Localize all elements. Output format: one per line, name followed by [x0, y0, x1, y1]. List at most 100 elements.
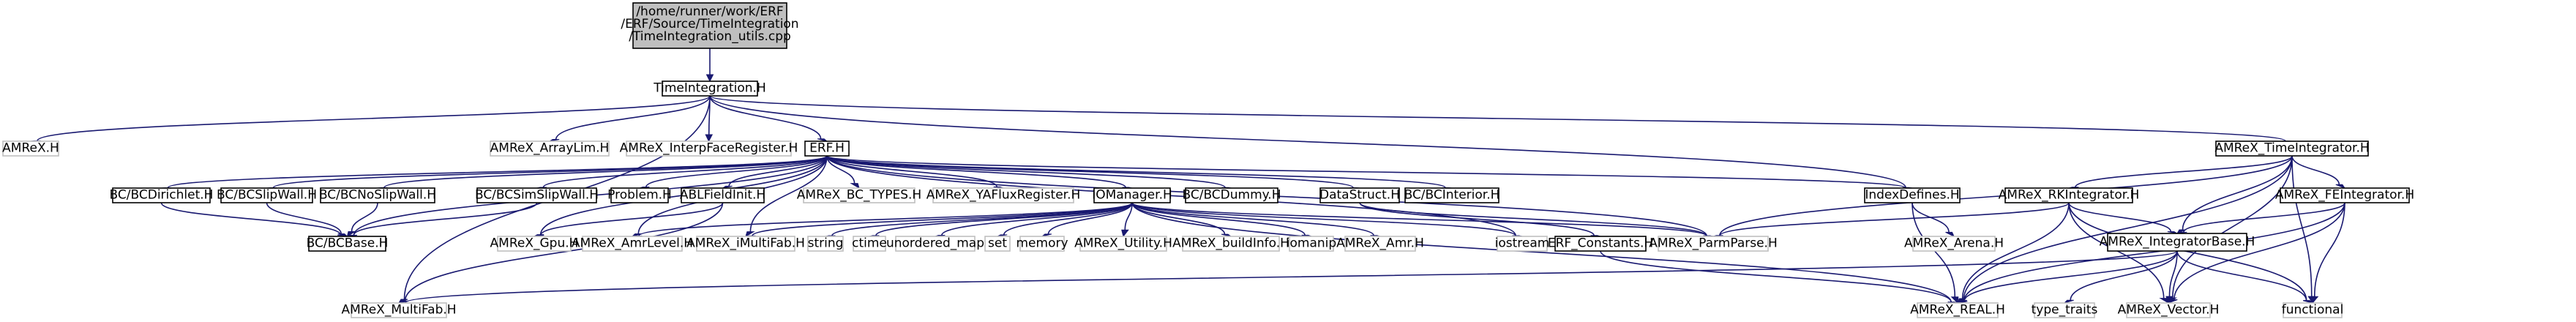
node-amrex-amrlevel: AMReX_AmrLevel.H	[572, 236, 693, 252]
node-label: BC/BCBase.H	[307, 236, 389, 251]
node-amrex-utility: AMReX_Utility.H	[1074, 236, 1172, 252]
graph-nodes: /home/runner/work/ERF/ERF/Source/TimeInt…	[2, 2, 2414, 318]
include-edge-time_integration-to-amrex_timeintegrator	[709, 95, 2293, 142]
node-bc-dummy[interactable]: BC/BCDummy.H	[1182, 187, 1281, 203]
node-box	[807, 236, 844, 252]
node-label: DataStruct.H	[1319, 188, 1400, 203]
node-amrex-buildinfo: AMReX_buildInfo.H	[1172, 236, 1289, 252]
include-edge-erf_h-to-amrex_bc_types	[826, 155, 860, 190]
node-abl-fieldinit[interactable]: ABLFieldInit.H	[680, 187, 765, 203]
include-edge-amrex_feintegrator-to-amrex_integratorbase	[2176, 202, 2345, 234]
include-edge-amrex_timeintegrator-to-amrex_feintegrator	[2291, 155, 2346, 190]
node-label: AMReX_YAFluxRegister.H	[926, 188, 1081, 203]
include-edge-iomanager-to-ctime	[869, 202, 1133, 237]
include-edge-amrex_integratorbase-to-functional	[2176, 250, 2313, 304]
include-edge-erf_h-to-amrex_imultifab	[745, 155, 828, 238]
node-amrex-multifab: AMReX_MultiFab.H	[341, 302, 457, 318]
node-box	[1182, 236, 1280, 252]
node-box	[1658, 236, 1769, 252]
node-amrex-bc-types: AMReX_BC_TYPES.H	[797, 187, 921, 203]
node-label: BC/BCSimSlipWall.H	[475, 188, 599, 203]
node-box	[2126, 302, 2211, 318]
node-type-traits: type_traits	[2032, 302, 2098, 318]
node-box	[932, 187, 1074, 203]
node-box	[2283, 302, 2343, 318]
node-iomanager[interactable]: IOManager.H	[1092, 187, 1172, 203]
node-bc-slipwall[interactable]: BC/BCSlipWall.H	[217, 187, 317, 203]
node-amrex-timeintegrator[interactable]: AMReX_TimeIntegrator.H	[2214, 141, 2370, 157]
node-box	[1289, 236, 1334, 252]
node-box	[2280, 187, 2410, 203]
include-edge-time_integration-to-erf_h	[709, 95, 828, 142]
node-erf-constants[interactable]: ERF_Constants.H	[1548, 236, 1653, 252]
include-edge-erf_h-to-bc_slipwall	[266, 155, 828, 189]
include-edge-index_defines-to-amrex_arena	[1912, 202, 1955, 238]
node-box	[984, 236, 1011, 252]
node-functional: functional	[2282, 302, 2344, 318]
node-box	[112, 187, 211, 203]
node-label: memory	[1016, 236, 1068, 251]
root-file-path-line: /ERF/Source/TimeIntegration	[621, 17, 798, 31]
node-label: string	[808, 236, 844, 251]
node-box	[476, 187, 597, 203]
node-box	[696, 236, 795, 252]
node-bc-simslipwall[interactable]: BC/BCSimSlipWall.H	[475, 187, 599, 203]
node-label: BC/BCNoSlipWall.H	[319, 188, 436, 203]
node-label: AMReX_ParmParse.H	[1649, 236, 1778, 251]
node-root[interactable]: /home/runner/work/ERF/ERF/Source/TimeInt…	[621, 2, 799, 49]
node-box	[632, 2, 787, 49]
include-edge-amrex_rkintegrator-to-amrex_vector	[2068, 202, 2169, 304]
node-bc-noslipwall[interactable]: BC/BCNoSlipWall.H	[319, 187, 436, 203]
node-box	[610, 187, 669, 203]
node-bc-base[interactable]: BC/BCBase.H	[307, 236, 389, 252]
node-label: IOManager.H	[1092, 188, 1172, 203]
include-edge-amrex_rkintegrator-to-functional	[2068, 202, 2313, 304]
node-box	[1864, 187, 1961, 203]
include-edge-iomanager-to-amrex_real	[1131, 202, 1958, 304]
node-label: AMReX_IntegratorBase.H	[2100, 235, 2255, 250]
include-edge-amrex_integratorbase-to-type_traits	[2063, 250, 2178, 304]
node-box	[308, 236, 386, 252]
node-box	[626, 141, 792, 157]
node-label: type_traits	[2032, 303, 2098, 318]
node-box	[662, 80, 758, 97]
node-label: IndexDefines.H	[1865, 188, 1959, 203]
include-edge-amrex_feintegrator-to-functional	[2310, 202, 2345, 304]
node-bc-interior[interactable]: BC/BCInterior.H	[1404, 187, 1500, 203]
node-amrex-feintegrator[interactable]: AMReX_FEIntegrator.H	[2275, 187, 2414, 203]
node-amrex-integratorbase[interactable]: AMReX_IntegratorBase.H	[2100, 233, 2255, 252]
include-edge-amrex_integratorbase-to-amrex_multifab	[398, 250, 2178, 304]
include-edge-amrex_integratorbase-to-amrex_real	[1957, 250, 2178, 304]
node-box	[2215, 141, 2369, 157]
include-edge-amrex_timeintegrator-to-amrex_rkintegrator	[2068, 155, 2293, 189]
node-label: AMReX_FEIntegrator.H	[2275, 188, 2414, 203]
include-edge-datastruct-to-erf_constants	[1359, 202, 1601, 237]
node-amrex-rkintegrator[interactable]: AMReX_RKIntegrator.H	[1999, 187, 2140, 203]
node-box	[1093, 187, 1171, 203]
node-label: set	[988, 236, 1007, 251]
node-box	[895, 236, 976, 252]
node-amrex-arena: AMReX_Arena.H	[1904, 236, 2004, 252]
node-label: ABLFieldInit.H	[680, 188, 765, 203]
node-bc-dirichlet[interactable]: BC/BCDirichlet.H	[110, 187, 214, 203]
node-erf-h[interactable]: ERF.H	[804, 141, 850, 157]
node-box	[1344, 236, 1416, 252]
node-datastruct[interactable]: DataStruct.H	[1319, 187, 1400, 203]
node-amrex-parmparse: AMReX_ParmParse.H	[1649, 236, 1778, 252]
node-problem-h[interactable]: Problem.H	[607, 187, 672, 203]
node-index-defines[interactable]: IndexDefines.H	[1864, 187, 1961, 203]
node-label: AMReX_AmrLevel.H	[572, 236, 693, 251]
include-edge-amrex_feintegrator-to-amrex_real	[1957, 202, 2345, 304]
node-label: AMReX_Gpu.H	[490, 236, 579, 251]
node-box	[1917, 302, 1999, 318]
node-box	[1912, 236, 1996, 252]
node-amrex-amr: AMReX_Amr.H	[1336, 236, 1424, 252]
node-amrex-vector: AMReX_Vector.H	[2118, 302, 2219, 318]
node-time-integration[interactable]: TimeIntegration.H	[653, 80, 766, 97]
node-label: functional	[2282, 303, 2344, 318]
include-edge-bc_noslipwall-to-bc_base	[346, 202, 378, 238]
node-label: AMReX_buildInfo.H	[1172, 236, 1289, 251]
include-edge-amrex_integratorbase-to-amrex_vector	[2165, 250, 2178, 304]
node-box	[803, 187, 916, 203]
graph-edges	[30, 48, 2346, 304]
